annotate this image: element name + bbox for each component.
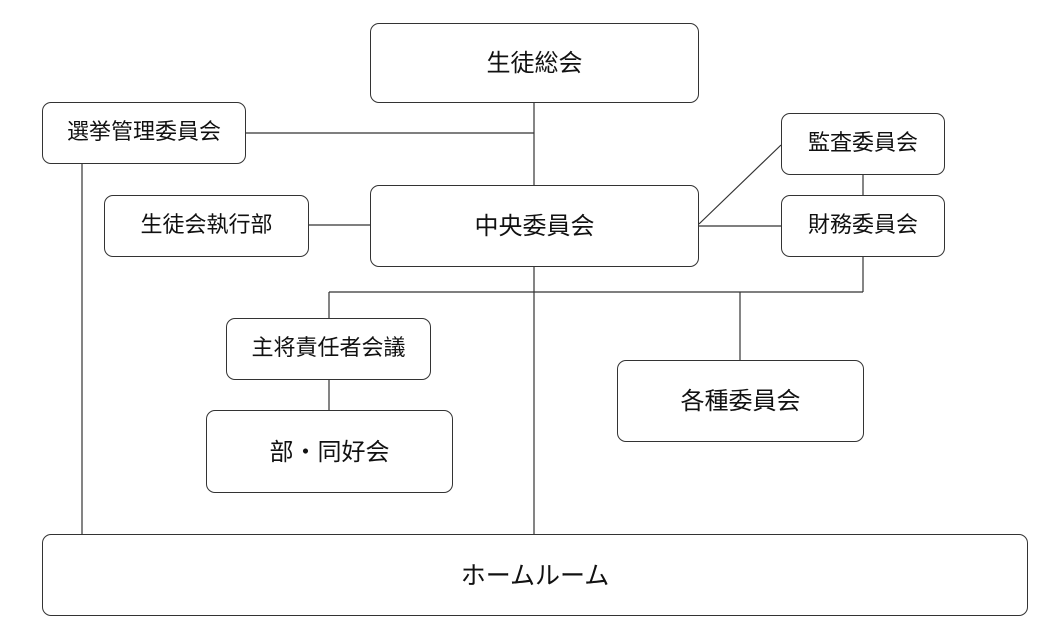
node-central-committee: 中央委員会 (370, 185, 699, 267)
node-homeroom-label: ホームルーム (460, 560, 610, 590)
node-election-committee: 選挙管理委員会 (42, 102, 246, 164)
node-captains-meeting: 主将責任者会議 (226, 318, 431, 380)
node-executive-board-label: 生徒会執行部 (140, 213, 273, 238)
node-various-committees-label: 各種委員会 (680, 387, 801, 415)
node-election-committee-label: 選挙管理委員会 (66, 120, 221, 145)
node-general-assembly-label: 生徒総会 (486, 49, 583, 77)
node-finance-committee-label: 財務委員会 (807, 213, 918, 238)
node-audit-committee: 監査委員会 (781, 113, 945, 175)
node-executive-board: 生徒会執行部 (104, 195, 309, 257)
node-general-assembly: 生徒総会 (370, 23, 699, 103)
node-central-committee-label: 中央委員会 (474, 212, 595, 240)
node-homeroom: ホームルーム (42, 534, 1028, 616)
node-audit-committee-label: 監査委員会 (807, 131, 918, 156)
node-clubs-label: 部・同好会 (269, 437, 390, 466)
node-finance-committee: 財務委員会 (781, 195, 945, 257)
node-captains-meeting-label: 主将責任者会議 (251, 336, 406, 361)
node-various-committees: 各種委員会 (617, 360, 864, 442)
line-central-to-audit (698, 144, 782, 225)
node-clubs: 部・同好会 (206, 410, 453, 493)
